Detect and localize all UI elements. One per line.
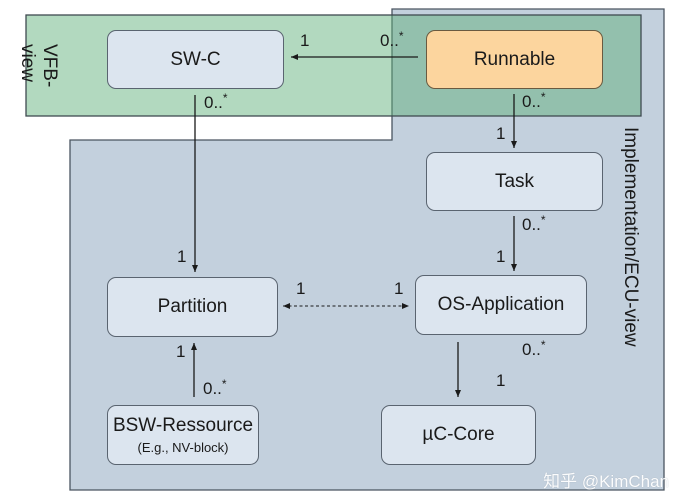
mult-value: 0.. (522, 340, 541, 359)
mult-star: * (540, 213, 546, 227)
mult-star: * (221, 377, 227, 391)
mult-value: 0.. (522, 92, 541, 111)
mult-value: 1 (496, 247, 506, 266)
mult-star: * (540, 90, 546, 104)
node-task[interactable]: Task (426, 152, 603, 211)
vfb-view-label-line2: view (17, 44, 39, 83)
node-bsw-ressource[interactable]: BSW-Ressource (E.g., NV-block) (107, 405, 259, 465)
ecu-view-label: Implementation/ECU-view (620, 127, 641, 347)
node-swc-label: SW-C (170, 48, 221, 70)
node-runnable-label: Runnable (473, 48, 556, 70)
mult-bsw-ressource-to-partition: 0..* (203, 377, 227, 398)
mult-value: 1 (176, 342, 186, 361)
ecu-view-region (69, 8, 665, 491)
mult-value: 0.. (522, 215, 541, 234)
mult-value: 1 (177, 247, 187, 266)
mult-value: 1 (496, 371, 506, 390)
mult-value: 1 (394, 279, 404, 298)
mult-uc-core-from-os-application: 1 (496, 372, 505, 389)
mult-star: * (540, 338, 546, 352)
mult-runnable-to-task: 0..* (522, 90, 546, 111)
mult-value: 0.. (203, 379, 222, 398)
mult-partition-from-bsw-ressource: 1 (176, 343, 185, 360)
mult-partition-to-os-application: 1 (296, 280, 305, 297)
node-bsw-ressource-sublabel: (E.g., NV-block) (137, 440, 229, 455)
mult-star: * (398, 29, 404, 43)
vfb-view-label-line1: VFB- (39, 44, 60, 88)
node-os-application[interactable]: OS-Application (415, 275, 587, 335)
mult-swc-from-runnable: 1 (300, 32, 309, 49)
mult-partition-from-swc: 1 (177, 248, 186, 265)
mult-value: 0.. (380, 31, 399, 50)
mult-value: 1 (496, 124, 506, 143)
node-uc-core[interactable]: µC-Core (381, 405, 536, 465)
mult-os-application-to-partition: 1 (394, 280, 403, 297)
watermark: 知乎 @KimChan (543, 472, 669, 491)
mult-value: 0.. (204, 93, 223, 112)
mult-task-to-os-application: 0..* (522, 213, 546, 234)
node-partition-label: Partition (157, 296, 228, 317)
node-os-application-label: OS-Application (437, 294, 565, 315)
node-swc[interactable]: SW-C (107, 30, 284, 89)
mult-value: 1 (296, 279, 306, 298)
node-uc-core-label: µC-Core (422, 424, 495, 445)
mult-runnable-to-swc: 0..* (380, 29, 404, 50)
mult-task-from-runnable: 1 (496, 125, 505, 142)
mult-star: * (222, 91, 228, 105)
mult-swc-to-partition: 0..* (204, 91, 228, 112)
node-partition[interactable]: Partition (107, 277, 278, 337)
mult-os-application-to-uc-core: 0..* (522, 338, 546, 359)
vfb-view-label: VFB- view (16, 44, 60, 87)
mult-os-application-from-task: 1 (496, 248, 505, 265)
node-runnable[interactable]: Runnable (426, 30, 603, 89)
mult-value: 1 (300, 31, 310, 50)
node-bsw-ressource-label: BSW-Ressource (112, 415, 254, 436)
node-task-label: Task (494, 170, 535, 192)
